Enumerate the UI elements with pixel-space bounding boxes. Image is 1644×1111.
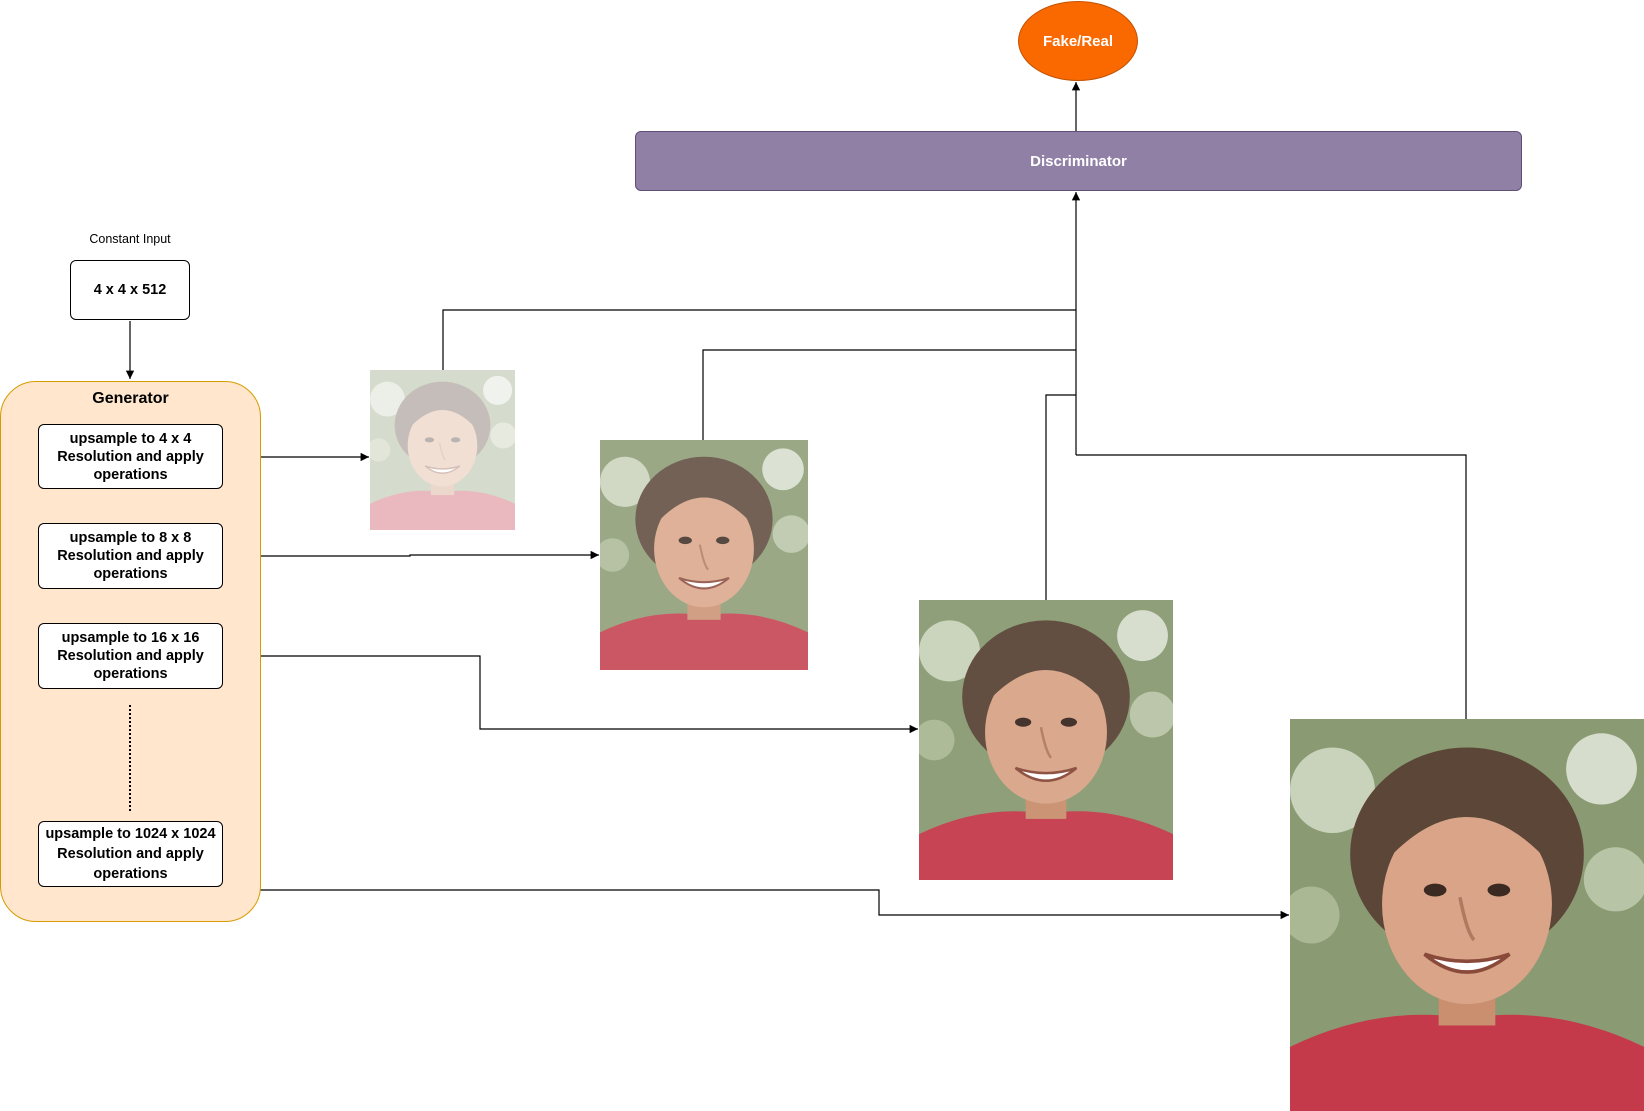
generator-stage-16x16: upsample to 16 x 16 Resolution and apply… (38, 623, 223, 689)
discriminator-label: Discriminator (1030, 152, 1127, 170)
stage-line: operations (93, 466, 168, 483)
arrow-stage3-to-image3 (222, 655, 918, 734)
stage-line: operations (93, 566, 168, 582)
constant-input-label: 4 x 4 x 512 (93, 282, 167, 298)
discriminator-block: Discriminator (635, 131, 1522, 191)
stage-line: operations (93, 866, 168, 882)
constant-input-box: 4 x 4 x 512 (70, 260, 190, 320)
line-image4-to-discriminator (1076, 454, 1467, 719)
stage-line: upsample to 1024 x 1024 (45, 826, 216, 842)
fake-real-output: Fake/Real (1018, 1, 1138, 81)
arrow-stage4-to-image4 (129, 886, 1289, 920)
stage-line: Resolution and apply (57, 448, 204, 465)
stage-line: operations (93, 666, 168, 682)
constant-input-caption: Constant Input (89, 232, 171, 246)
generated-face-4x4 (370, 370, 515, 530)
stage-line: upsample to 4 x 4 (69, 430, 192, 447)
generated-face-8x8 (600, 440, 808, 670)
generator-stage-8x8: upsample to 8 x 8 Resolution and apply o… (38, 523, 223, 589)
line-image2-to-discriminator (702, 349, 1076, 440)
generator-stage-1024x1024: upsample to 1024 x 1024 Resolution and a… (38, 821, 223, 887)
line-image3-to-discriminator (1045, 394, 1076, 600)
line-image1-to-discriminator (442, 309, 1076, 370)
stage-line: Resolution and apply (57, 648, 204, 664)
stage-line: Resolution and apply (57, 846, 204, 862)
fake-real-label: Fake/Real (1042, 32, 1114, 50)
arrow-stage2-to-image2 (222, 550, 599, 560)
stage-line: Resolution and apply (57, 548, 204, 564)
ellipsis-dots (129, 705, 131, 811)
generator-stage-4x4: upsample to 4 x 4 Resolution and apply o… (38, 424, 223, 489)
generated-face-16x16 (919, 600, 1173, 880)
stage-line: upsample to 8 x 8 (69, 530, 192, 546)
generated-face-1024x1024 (1290, 719, 1644, 1111)
generator-title: Generator (92, 390, 169, 407)
stage-line: upsample to 16 x 16 (61, 630, 200, 646)
